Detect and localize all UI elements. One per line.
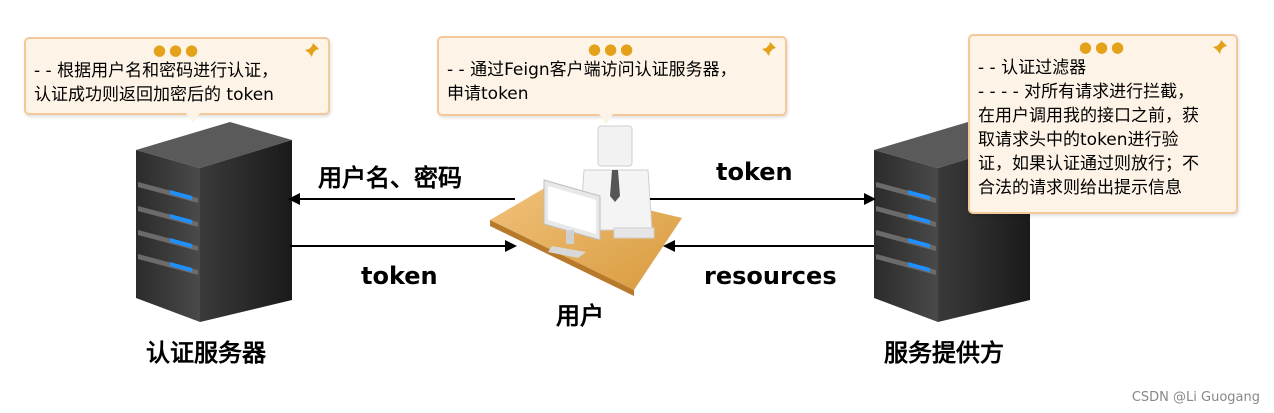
- note-line: - - 认证过滤器: [978, 58, 1087, 78]
- pin-icon: [762, 42, 776, 56]
- note-line: 证，如果认证通过则放行；不: [978, 154, 1199, 174]
- note-line: 申请token: [447, 84, 529, 104]
- user-note: ●●● - - 通过Feign客户端访问认证服务器， 申请token: [437, 36, 787, 124]
- note-line: - - 根据用户名和密码进行认证，: [34, 61, 279, 81]
- note-line: 合法的请求则给出提示信息: [978, 178, 1182, 198]
- auth-server-icon: [136, 122, 292, 322]
- resources-label: resources: [704, 262, 837, 290]
- pin-icon: [1213, 40, 1227, 54]
- note-line: 认证成功则返回加密后的 token: [34, 85, 274, 105]
- note-line: - - - - 对所有请求进行拦截，: [978, 82, 1195, 102]
- service-provider-label: 服务提供方: [884, 339, 1004, 367]
- note-line: 取请求头中的token进行验: [978, 130, 1179, 150]
- pin-icon: [305, 43, 319, 57]
- credentials-label: 用户名、密码: [318, 164, 462, 192]
- note-line: 在用户调用我的接口之前，获: [978, 106, 1199, 126]
- note-dots-icon: ●●●: [1078, 38, 1128, 56]
- note-tail: [599, 114, 613, 124]
- user-label: 用户: [556, 302, 604, 330]
- token-to-service-label: token: [716, 158, 793, 186]
- service-note: ●●● - - 认证过滤器 - - - - 对所有请求进行拦截， 在用户调用我的…: [968, 34, 1238, 214]
- auth-server-label: 认证服务器: [146, 339, 266, 367]
- watermark: CSDN @Li Guogang: [1131, 390, 1260, 405]
- note-dots-icon: ●●●: [587, 40, 637, 58]
- note-tail: [186, 113, 200, 123]
- note-line: - - 通过Feign客户端访问认证服务器，: [447, 60, 737, 80]
- note-dots-icon: ●●●: [152, 41, 202, 59]
- user-workstation-icon: [490, 125, 682, 296]
- auth-server-note: ●●● - - 根据用户名和密码进行认证， 认证成功则返回加密后的 token: [24, 37, 330, 123]
- token-to-user-label: token: [361, 262, 438, 290]
